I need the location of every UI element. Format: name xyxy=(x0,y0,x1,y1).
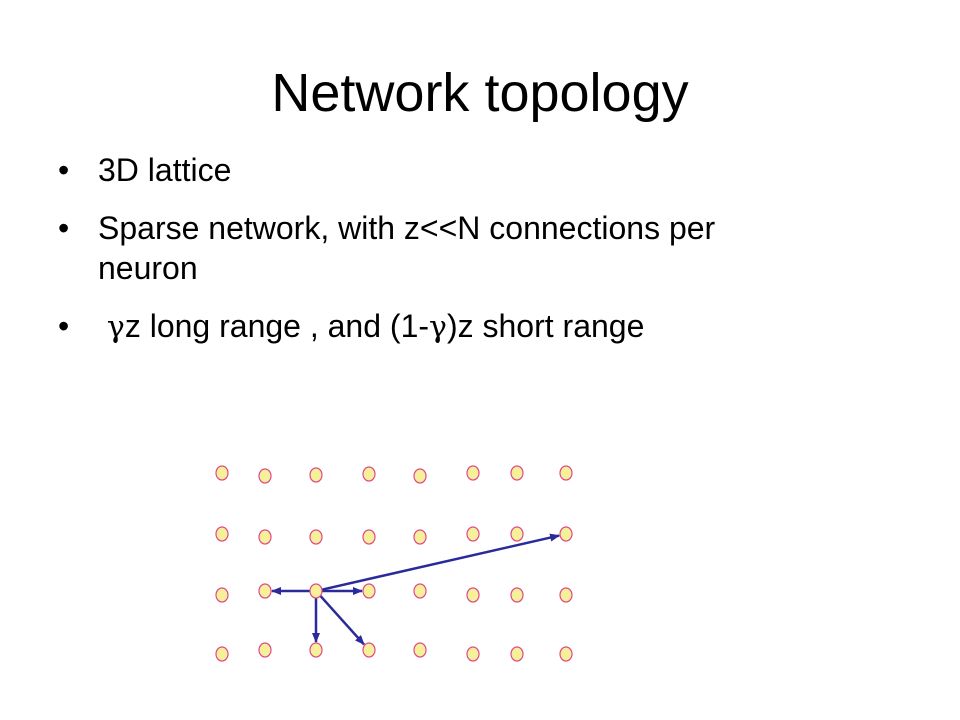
bullet-list: • 3D lattice • Sparse network, with z<<N… xyxy=(58,150,938,366)
neuron-node xyxy=(309,467,323,483)
neuron-node xyxy=(510,526,524,542)
neuron-node xyxy=(466,587,480,603)
neuron-node xyxy=(215,526,229,542)
bullet-dot: • xyxy=(58,210,70,246)
bullet-text-line-1: Sparse network, with z<<N connections pe… xyxy=(98,210,716,246)
neuron-node xyxy=(466,646,480,662)
lattice-edges xyxy=(271,533,561,646)
neuron-node xyxy=(466,465,480,481)
neuron-node xyxy=(559,526,573,542)
neuron-node xyxy=(258,642,272,658)
neuron-node xyxy=(258,583,272,599)
neuron-node xyxy=(309,642,323,658)
neuron-node xyxy=(559,465,573,481)
neuron-node xyxy=(215,646,229,662)
neuron-node xyxy=(413,529,427,545)
neuron-node xyxy=(559,587,573,603)
lattice-nodes xyxy=(215,465,573,662)
gamma-symbol: γ xyxy=(106,310,125,345)
neuron-node xyxy=(510,465,524,481)
bullet-text: 3D lattice xyxy=(98,152,232,188)
gamma-symbol: γ xyxy=(429,310,447,345)
bullet-text-part-2: )z short range xyxy=(446,308,645,344)
neuron-node xyxy=(215,465,229,481)
neuron-node xyxy=(362,466,376,482)
neuron-node xyxy=(510,587,524,603)
neuron-node xyxy=(413,642,427,658)
bullet-item-sparse: • Sparse network, with z<<N connections … xyxy=(58,208,938,288)
neuron-node xyxy=(258,529,272,545)
neuron-node xyxy=(258,468,272,484)
neuron-node xyxy=(362,529,376,545)
bullet-dot: • xyxy=(58,308,70,344)
neuron-node xyxy=(510,646,524,662)
bullet-text-line-2: neuron xyxy=(98,250,198,286)
slide-title: Network topology xyxy=(271,63,689,123)
bullet-item-range: • γz long range , and (1-γ)z short range xyxy=(58,306,938,348)
connection-arrow xyxy=(319,594,365,646)
neuron-node xyxy=(413,583,427,599)
connection-arrow xyxy=(321,533,561,591)
bullet-item-lattice: • 3D lattice xyxy=(58,150,938,190)
bullet-text-part-1: z long range , and (1- xyxy=(124,308,430,344)
neuron-node xyxy=(362,583,376,599)
neuron-node xyxy=(309,583,323,599)
neuron-node xyxy=(362,642,376,658)
neuron-node xyxy=(413,468,427,484)
neuron-node xyxy=(215,587,229,603)
bullet-dot: • xyxy=(58,152,70,188)
neuron-node xyxy=(559,646,573,662)
neuron-node xyxy=(466,526,480,542)
neuron-node xyxy=(309,529,323,545)
